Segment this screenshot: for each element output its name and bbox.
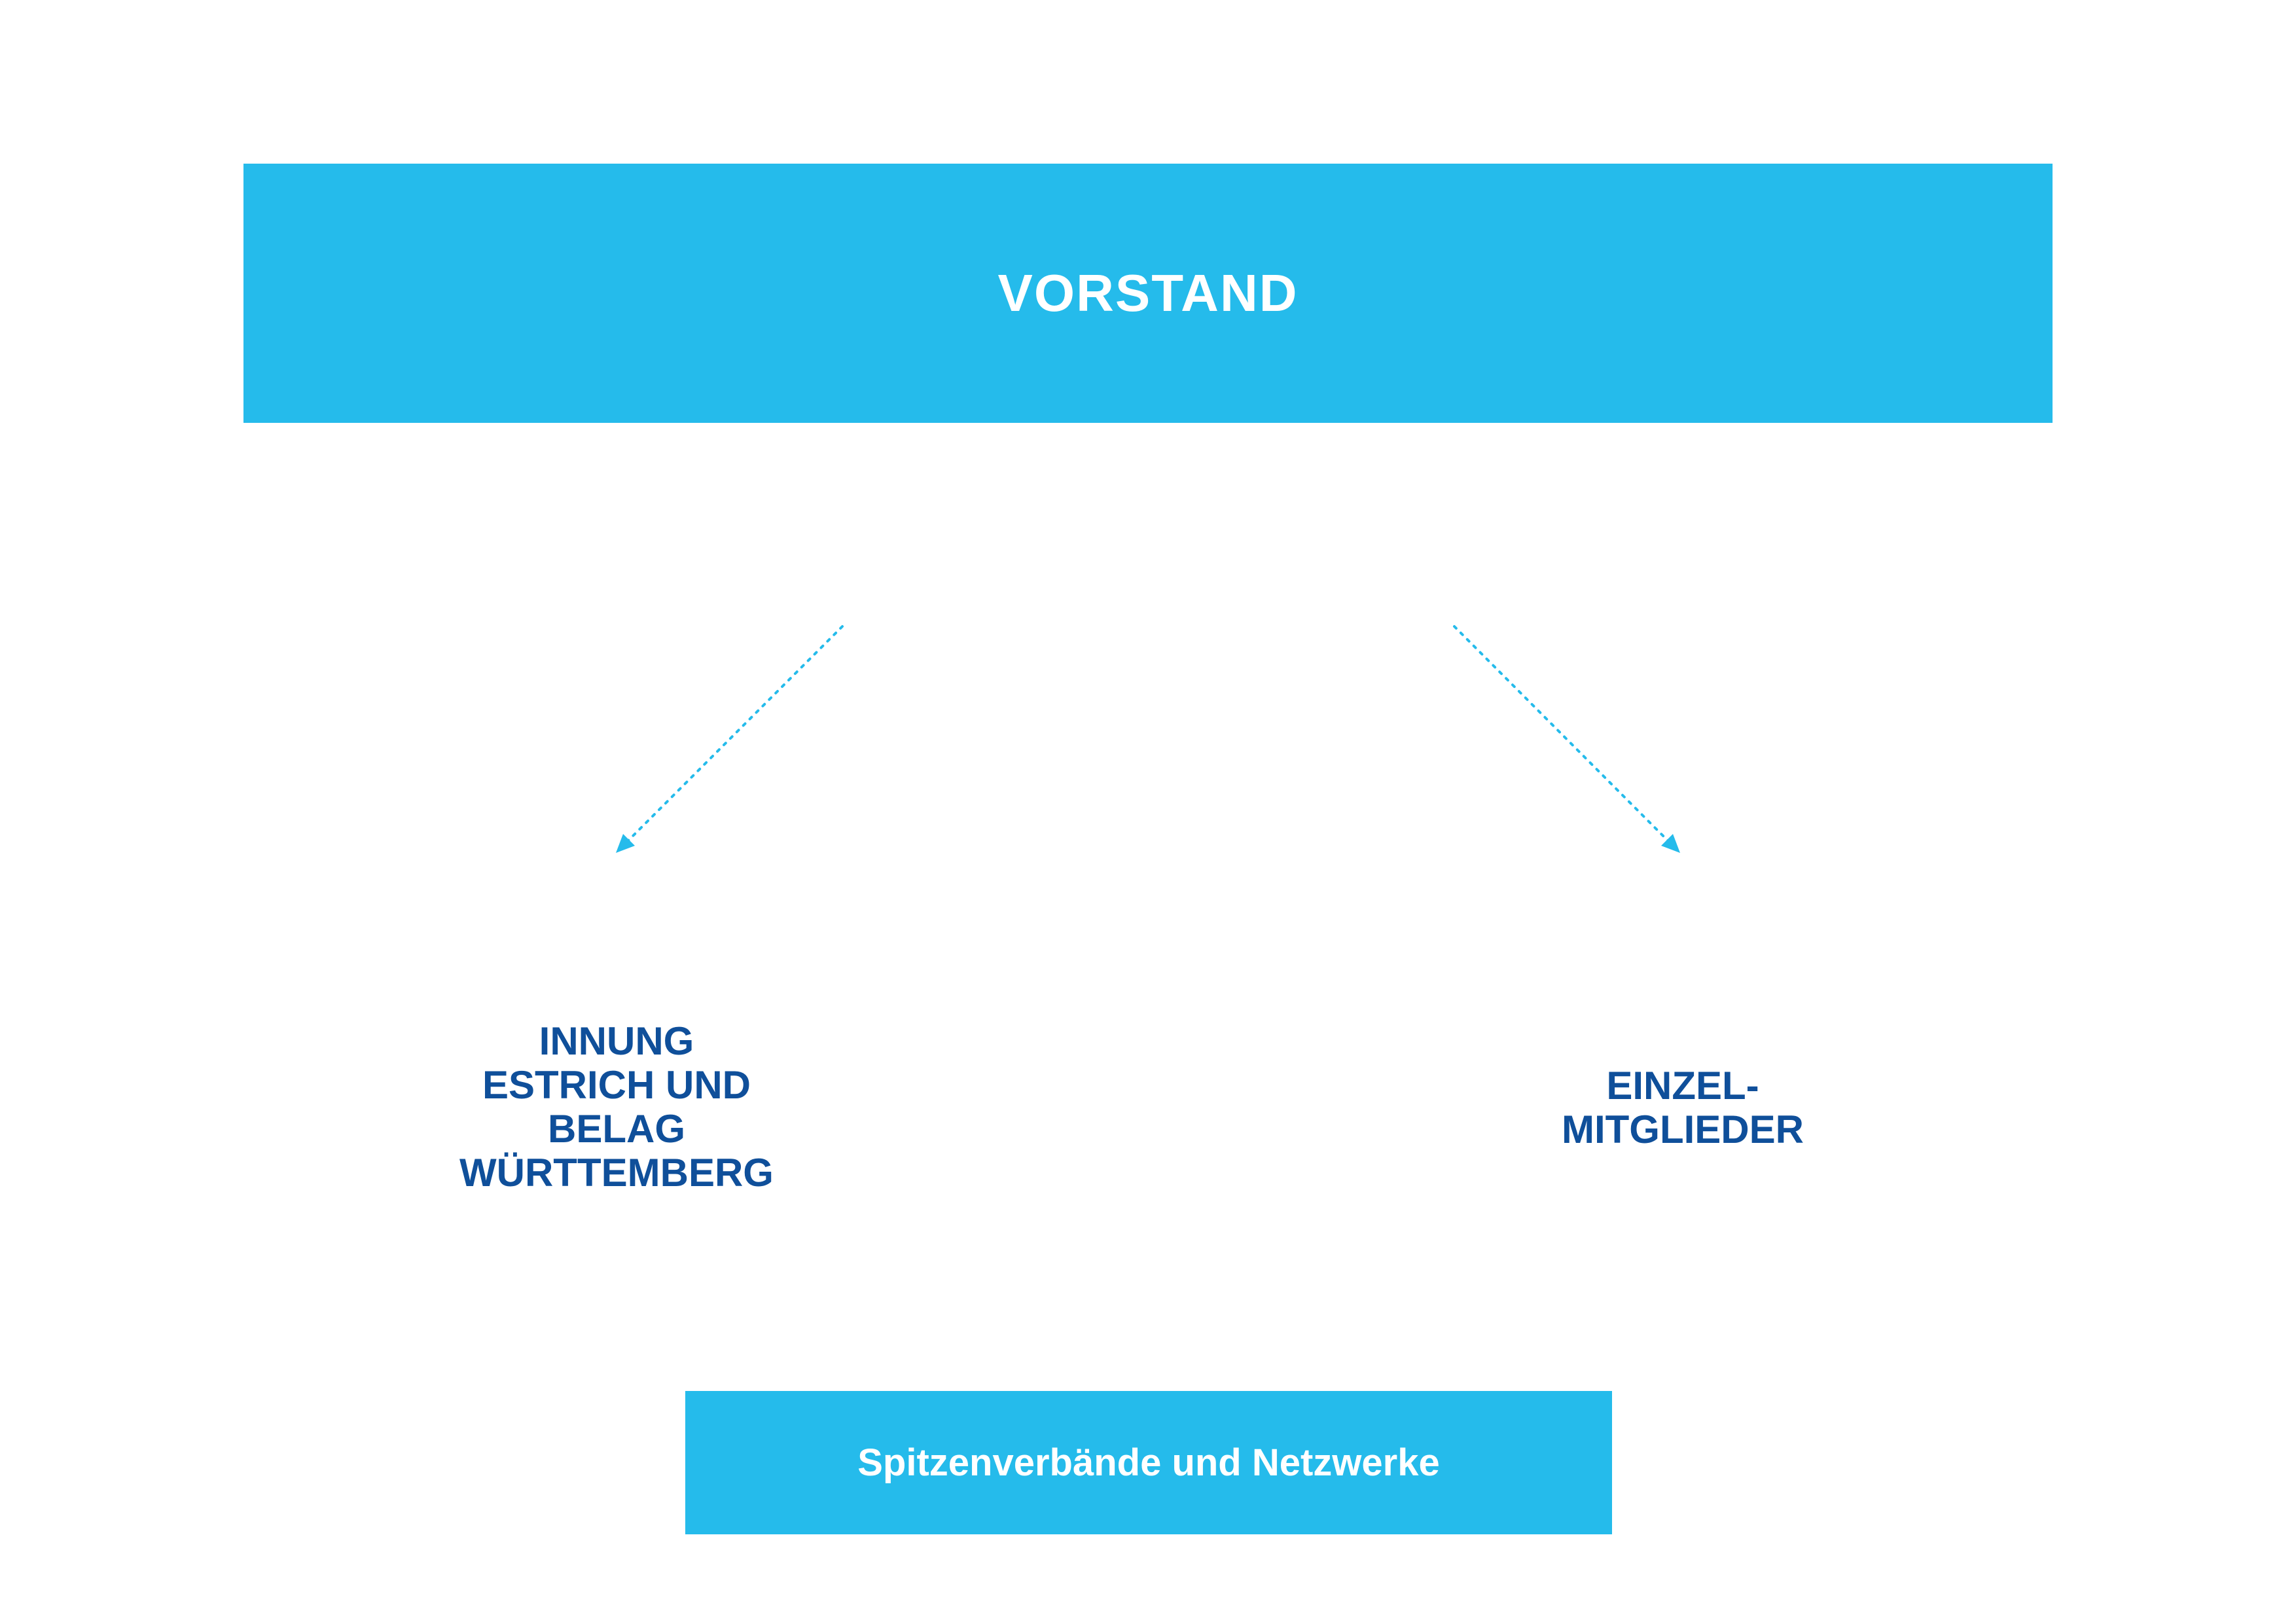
innung-line-2: ESTRICH UND [482, 1063, 751, 1107]
vorstand-box: VORSTAND [243, 164, 2053, 423]
einzelmitglieder-line-2: MITGLIEDER [1562, 1108, 1804, 1151]
arrow-to-innung [616, 625, 844, 853]
innung-line-3: BELAG [548, 1107, 685, 1151]
arrow-to-einzelmitglieder [1453, 625, 1680, 853]
spitzenverbaende-box: Spitzenverbände und Netzwerke [685, 1391, 1612, 1534]
einzelmitglieder-node: EINZEL- MITGLIEDER [1486, 1064, 1879, 1151]
vorstand-label: VORSTAND [997, 264, 1299, 322]
spitzenverbaende-label: Spitzenverbände und Netzwerke [857, 1441, 1440, 1484]
innung-line-1: INNUNG [539, 1019, 694, 1063]
innung-node: INNUNG ESTRICH UND BELAG WÜRTTEMBERG [420, 1019, 813, 1195]
einzelmitglieder-line-1: EINZEL- [1606, 1064, 1759, 1108]
innung-line-4: WÜRTTEMBERG [459, 1151, 774, 1195]
